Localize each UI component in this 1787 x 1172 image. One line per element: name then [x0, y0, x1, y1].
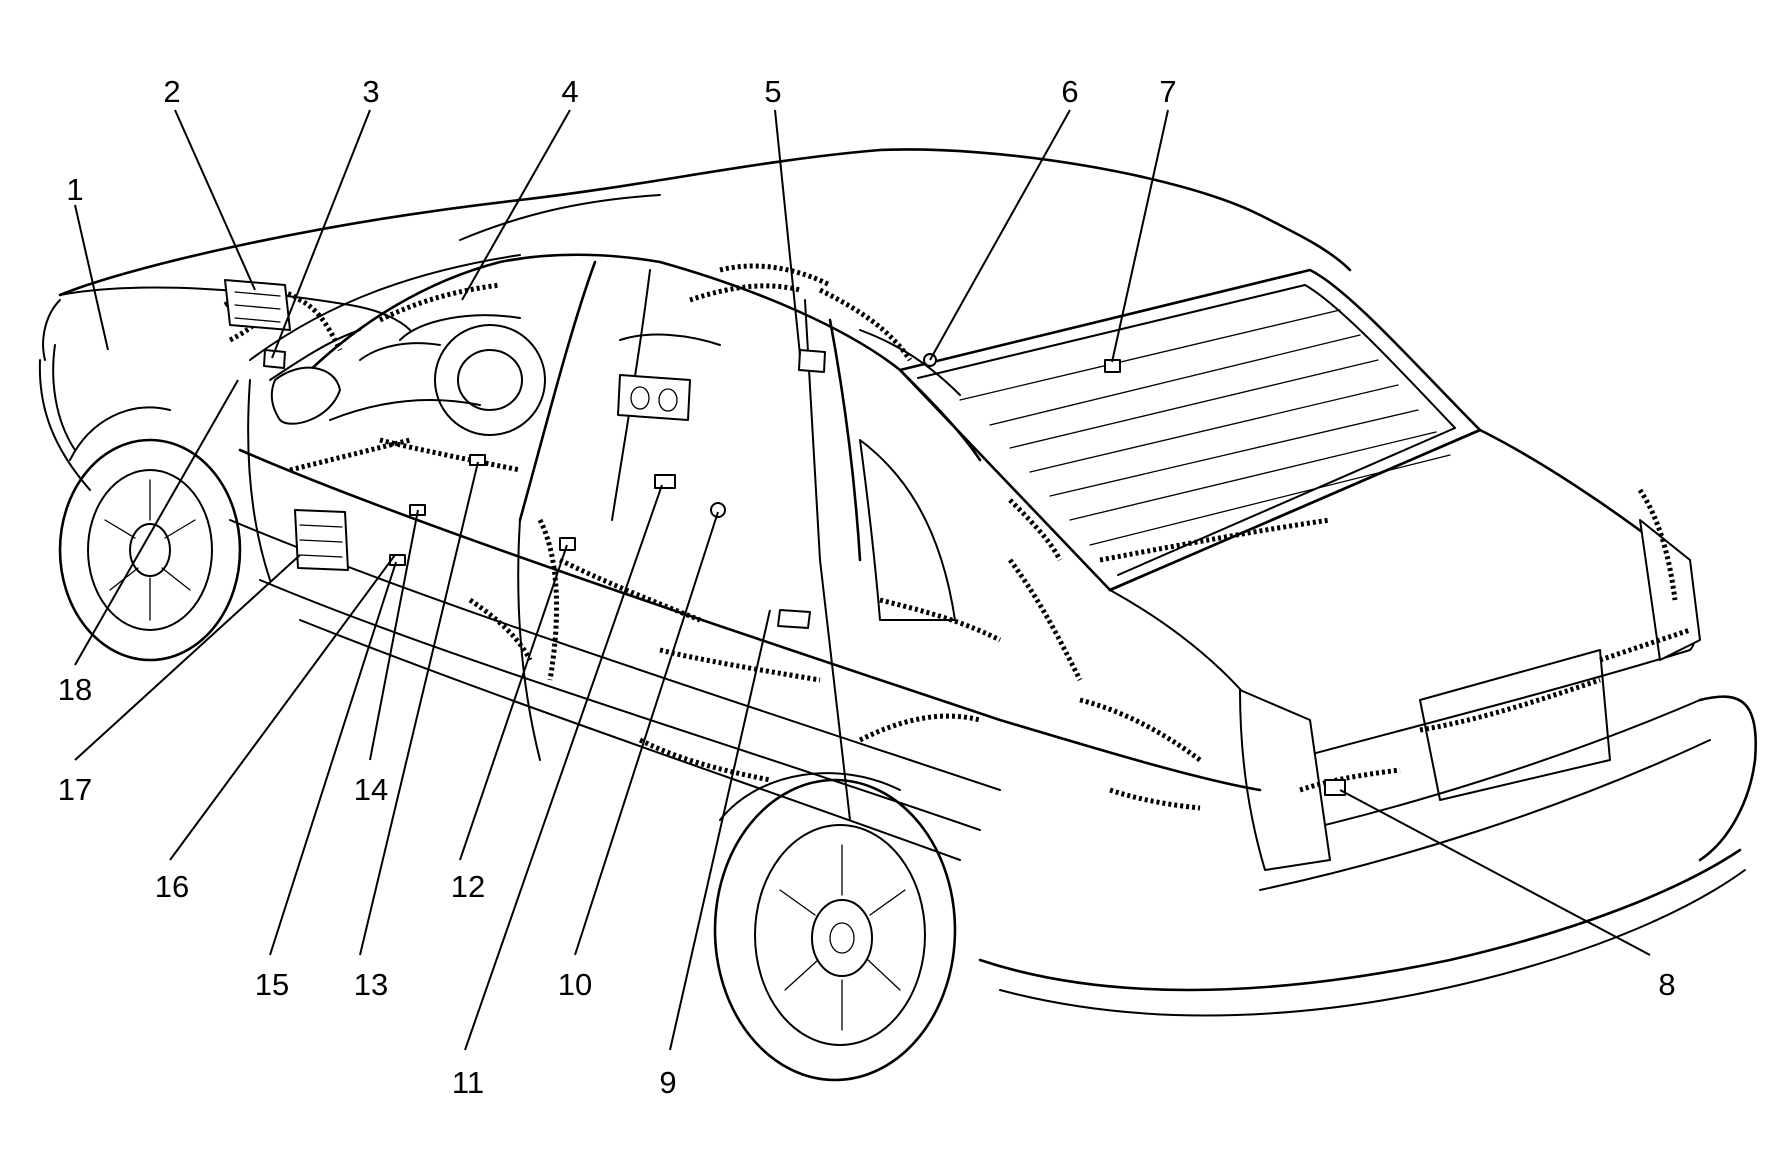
rear-window-defroster-lines [959, 309, 1451, 546]
leader-line-13 [359, 461, 479, 956]
leader-line-15 [269, 561, 397, 956]
callout-13: 13 [354, 967, 388, 1002]
connector-icon [263, 349, 286, 369]
leader-line-7 [1111, 109, 1169, 363]
callout-1: 1 [66, 172, 83, 207]
callout-15: 15 [255, 967, 289, 1002]
callout-3: 3 [362, 74, 379, 109]
callout-5: 5 [764, 74, 781, 109]
leader-lines [74, 109, 1651, 1051]
callout-17: 17 [58, 772, 92, 807]
callout-7: 7 [1159, 74, 1176, 109]
leader-line-8 [1339, 789, 1651, 956]
leader-line-4 [461, 109, 571, 301]
dashboard [329, 314, 721, 436]
leader-line-6 [929, 109, 1071, 361]
leader-line-17 [74, 554, 301, 761]
callout-12: 12 [451, 869, 485, 904]
callout-9: 9 [659, 1065, 676, 1100]
callout-11: 11 [452, 1065, 484, 1100]
leader-line-18 [74, 379, 239, 666]
leader-line-5 [774, 109, 801, 356]
kick-panel-connector-icon [559, 537, 576, 551]
callout-2: 2 [163, 74, 180, 109]
callout-8: 8 [1658, 967, 1675, 1002]
callout-16: 16 [155, 869, 189, 904]
callout-4: 4 [561, 74, 578, 109]
callout-10: 10 [558, 967, 592, 1002]
leader-line-14 [369, 509, 419, 761]
leader-line-11 [464, 484, 663, 1051]
leader-line-16 [169, 554, 396, 861]
leader-line-10 [574, 511, 719, 956]
leader-line-2 [174, 109, 256, 291]
rear-wheel [713, 772, 957, 1082]
console-connector-icon [654, 474, 676, 489]
steering-column-connector-icon [469, 454, 486, 466]
rear-lamp-connector-icon [1324, 779, 1346, 796]
callout-18: 18 [58, 672, 92, 707]
floor-connector-icon [777, 609, 811, 629]
seat-connector-icon [710, 502, 726, 518]
leader-line-3 [271, 109, 371, 359]
callout-6: 6 [1061, 74, 1078, 109]
components [224, 279, 1346, 796]
leader-line-1 [74, 204, 109, 351]
callout-14: 14 [354, 772, 388, 807]
car-body [38, 148, 1758, 1017]
leader-line-9 [669, 609, 771, 1051]
leader-line-12 [459, 544, 568, 861]
high-mount-lamp-connector-icon [1104, 359, 1121, 373]
pillar-connector-icon [798, 349, 826, 373]
callouts: 1 2 3 4 5 6 7 8 9 10 11 12 13 14 15 16 1… [58, 74, 1676, 1100]
